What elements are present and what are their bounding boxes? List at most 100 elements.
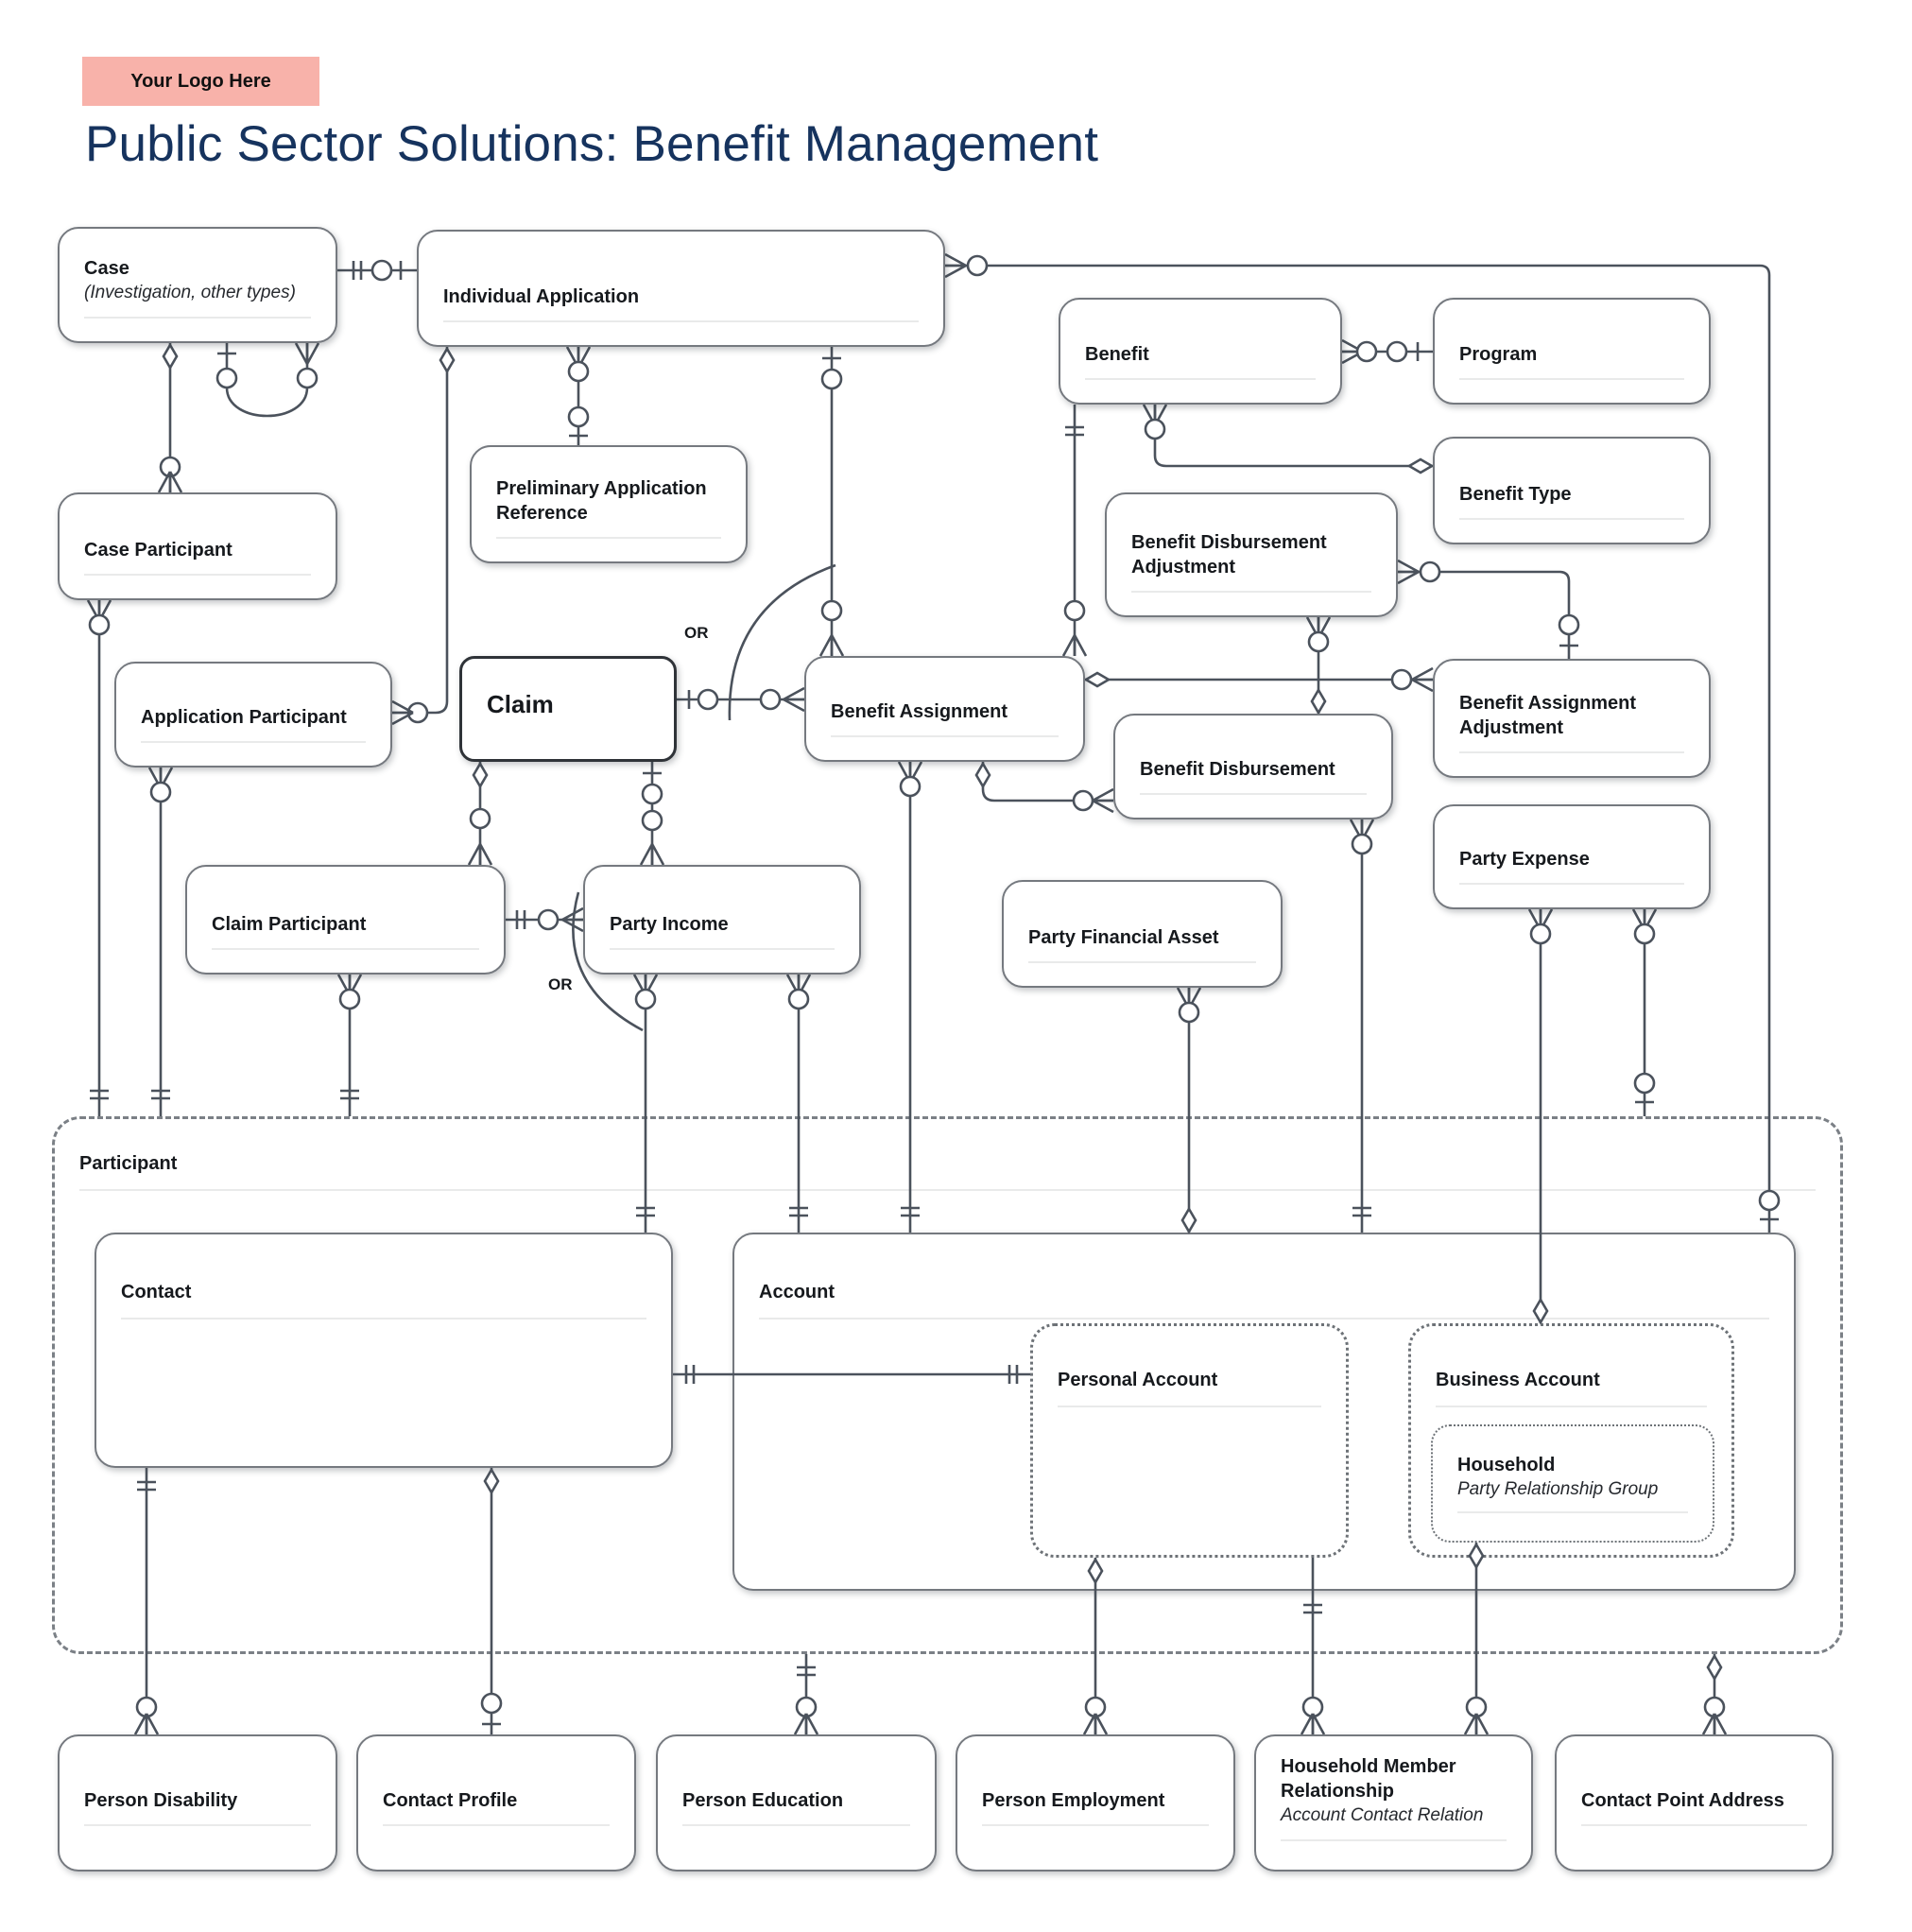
entity-program: Program xyxy=(1433,298,1711,405)
connector-individual-application-account xyxy=(943,252,1781,1233)
entity-divider xyxy=(84,317,311,319)
entity-subtitle: Party Relationship Group xyxy=(1457,1479,1659,1499)
group-divider xyxy=(79,1189,1816,1191)
connector-party-financial-asset-account xyxy=(1176,986,1202,1233)
connector-claim-claim-participant xyxy=(467,762,493,867)
entity-title: Party Financial Asset xyxy=(1028,927,1219,948)
connector-personal-account-person-employment xyxy=(1082,1558,1109,1736)
connector-benefit-benefit-type xyxy=(1142,403,1434,474)
entity-household-member-relationship: Household Member Relationship Account Co… xyxy=(1254,1734,1533,1872)
connector-claim-participant-party-income xyxy=(506,906,585,933)
entity-title: Benefit Disbursement Adjustment xyxy=(1131,532,1327,578)
entity-personal-account: Personal Account xyxy=(1030,1323,1349,1558)
entity-divider xyxy=(84,574,311,576)
entity-divider xyxy=(443,320,919,322)
connector-household-household-member-relationship xyxy=(1463,1543,1490,1736)
connector-case-participant-participant xyxy=(86,598,112,1116)
entity-divider xyxy=(1581,1824,1807,1826)
entity-divider xyxy=(831,735,1059,737)
entity-title: Contact xyxy=(121,1282,192,1302)
entity-divider xyxy=(84,1824,311,1826)
entity-title: Business Account xyxy=(1436,1370,1600,1390)
connector-application-participant-participant xyxy=(147,766,174,1116)
entity-benefit-disbursement: Benefit Disbursement xyxy=(1113,714,1393,819)
connector-benefit-assignment-benefit-disbursement xyxy=(974,762,1115,814)
entity-subtitle: Account Contact Relation xyxy=(1281,1805,1484,1826)
entity-household: Household Party Relationship Group xyxy=(1431,1424,1714,1543)
connector-benefit-disbursement-adjustment-benefit-assignment-adjustment xyxy=(1396,559,1580,659)
or-constraint-label: OR xyxy=(684,624,709,642)
group-title: Participant xyxy=(79,1153,178,1174)
connector-benefit-assignment-account xyxy=(897,760,923,1233)
entity-divider xyxy=(610,948,835,950)
entity-title: Program xyxy=(1459,344,1538,365)
entity-divider xyxy=(1140,793,1367,795)
connector-contact-person-disability xyxy=(133,1468,160,1736)
entity-subtitle: (Investigation, other types) xyxy=(84,283,296,303)
entity-case: Case (Investigation, other types) xyxy=(58,227,337,343)
connector-benefit-disbursement-account xyxy=(1349,818,1375,1233)
entity-person-disability: Person Disability xyxy=(58,1734,337,1872)
entity-title: Party Income xyxy=(610,914,729,935)
entity-title: Contact Profile xyxy=(383,1790,518,1811)
connector-benefit-benefit-assignment xyxy=(1061,405,1088,658)
connector-party-expense-business-account xyxy=(1527,907,1554,1324)
entity-divider xyxy=(1459,751,1684,753)
entity-individual-application: Individual Application xyxy=(417,230,945,347)
entity-divider xyxy=(212,948,479,950)
entity-party-expense: Party Expense xyxy=(1433,804,1711,909)
entity-title: Benefit xyxy=(1085,344,1149,365)
entity-party-financial-asset: Party Financial Asset xyxy=(1002,880,1283,988)
entity-title: Application Participant xyxy=(141,707,347,728)
connector-participant-person-education xyxy=(793,1654,819,1736)
entity-divider xyxy=(383,1824,610,1826)
entity-contact: Contact xyxy=(95,1233,673,1468)
entity-application-participant: Application Participant xyxy=(114,662,392,768)
entity-contact-profile: Contact Profile xyxy=(356,1734,636,1872)
or-constraint-arc-party-income xyxy=(572,891,644,1032)
entity-person-education: Person Education xyxy=(656,1734,937,1872)
entity-title: Personal Account xyxy=(1058,1370,1218,1390)
entity-title: Individual Application xyxy=(443,286,640,307)
logo-placeholder: Your Logo Here xyxy=(82,57,319,106)
entity-benefit-assignment-adjustment: Benefit Assignment Adjustment xyxy=(1433,659,1711,778)
entity-contact-point-address: Contact Point Address xyxy=(1555,1734,1834,1872)
entity-preliminary-application-reference: Preliminary Application Reference xyxy=(470,445,748,563)
entity-title: Person Education xyxy=(682,1790,844,1811)
entity-divider xyxy=(1436,1406,1707,1407)
entity-case-participant: Case Participant xyxy=(58,492,337,600)
entity-benefit: Benefit xyxy=(1059,298,1342,405)
entity-claim: Claim xyxy=(459,656,677,762)
connector-case-individual-application xyxy=(337,259,417,282)
entity-person-employment: Person Employment xyxy=(956,1734,1235,1872)
entity-title: Account xyxy=(759,1282,835,1302)
entity-title: Benefit Assignment xyxy=(831,701,1008,722)
connector-party-expense-participant xyxy=(1631,907,1658,1116)
entity-divider xyxy=(682,1824,910,1826)
entity-divider xyxy=(1131,591,1371,593)
entity-benefit-assignment: Benefit Assignment xyxy=(804,656,1085,762)
entity-title: Person Disability xyxy=(84,1790,238,1811)
entity-title: Claim Participant xyxy=(212,914,367,935)
or-constraint-arc-benefit-assignment xyxy=(728,563,836,721)
connector-personal-account-household-member-relationship xyxy=(1300,1558,1326,1736)
entity-title: Preliminary Application Reference xyxy=(496,478,707,524)
entity-title: Case xyxy=(84,258,129,280)
entity-title: Benefit Disbursement xyxy=(1140,759,1335,780)
entity-title: Person Employment xyxy=(982,1790,1165,1811)
entity-party-income: Party Income xyxy=(583,865,861,975)
connector-party-income-account xyxy=(785,973,812,1233)
connector-claim-participant-participant xyxy=(336,973,363,1116)
entity-claim-participant: Claim Participant xyxy=(185,865,506,975)
connector-individual-application-benefit-assignment xyxy=(818,347,845,658)
entity-divider xyxy=(141,741,366,743)
entity-divider xyxy=(1459,518,1684,520)
or-constraint-label: OR xyxy=(548,975,573,993)
entity-divider xyxy=(121,1318,646,1320)
entity-benefit-type: Benefit Type xyxy=(1433,437,1711,544)
entity-divider xyxy=(1459,378,1684,380)
entity-divider xyxy=(1459,883,1684,885)
connector-benefit-assignment-benefit-assignment-adjustment xyxy=(1084,666,1435,693)
connector-individual-application-application-participant xyxy=(390,347,456,726)
